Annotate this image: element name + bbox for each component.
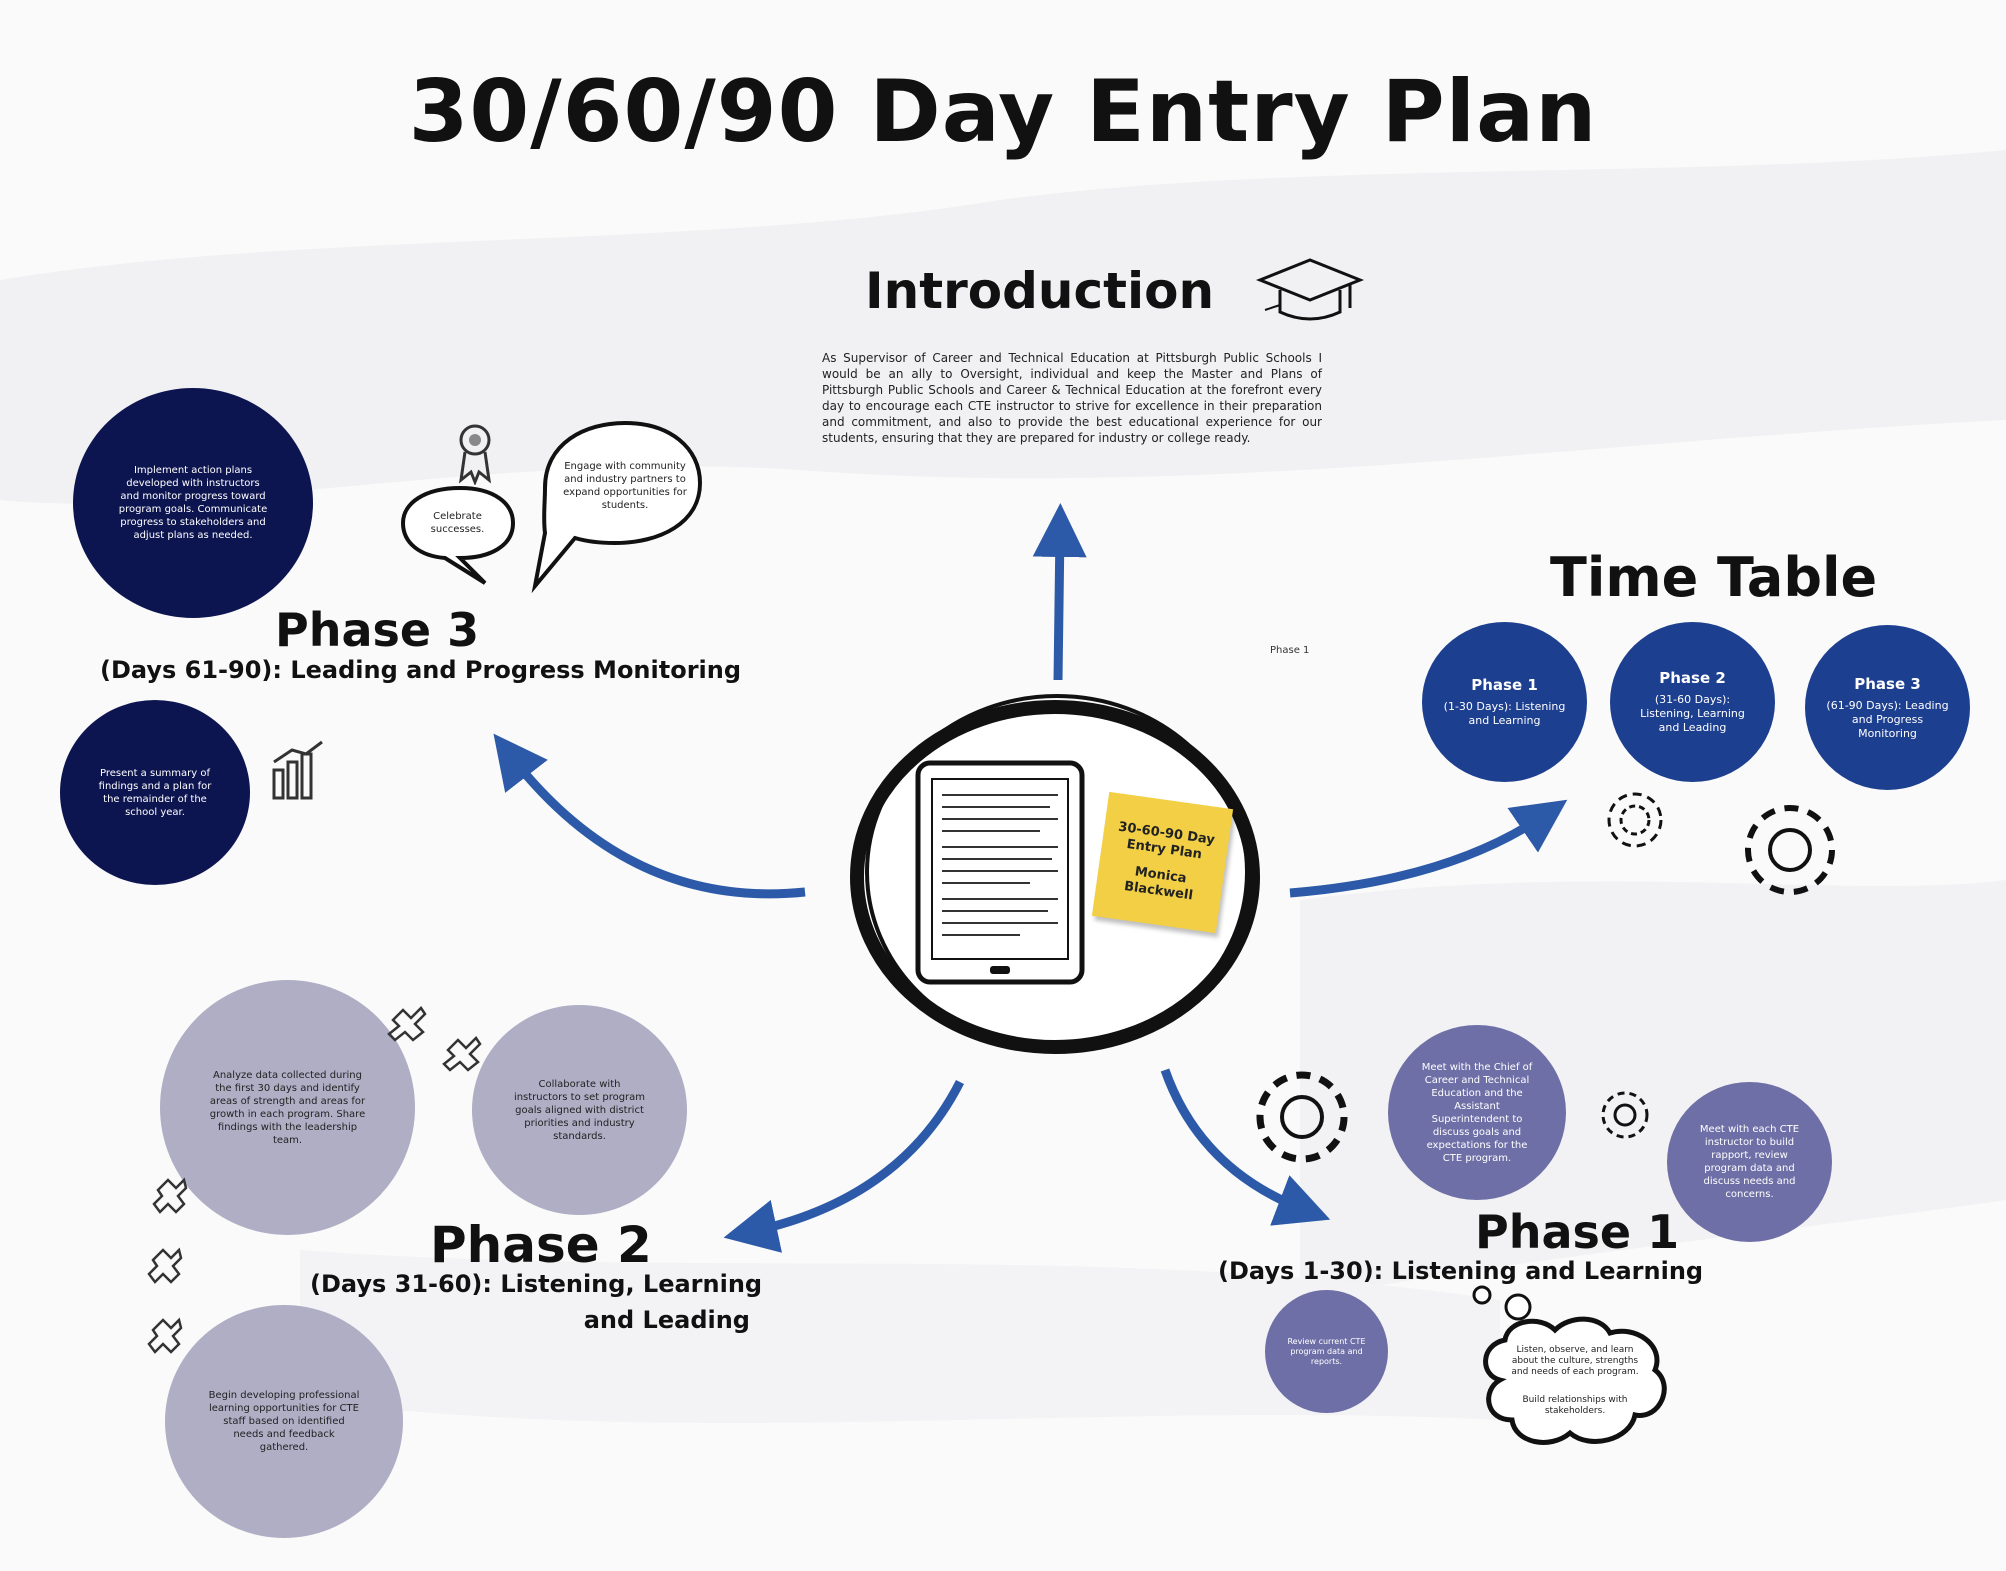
puzzle-piece-icon [147, 1317, 183, 1354]
phase1-circle-3: Review current CTE program data and repo… [1265, 1290, 1388, 1413]
timetable-phase-1-text: (1-30 Days): Listening and Learning [1443, 700, 1566, 727]
bar-chart-icon [272, 740, 323, 800]
introduction-body: As Supervisor of Career and Technical Ed… [822, 351, 1322, 445]
introduction-heading: Introduction [865, 262, 1215, 320]
phase1-circle-1-text: Meet with the Chief of Career and Techni… [1421, 1061, 1533, 1164]
timetable-phase-2-text: (31-60 Days): Listening, Learning and Le… [1640, 693, 1745, 734]
timetable-phase-3-circle: Phase 3 (61-90 Days): Leading and Progre… [1805, 625, 1970, 790]
timetable-heading: Time Table [1550, 546, 1878, 609]
phase3-heading: Phase 3 [275, 603, 480, 657]
timetable-phase-3-title: Phase 3 [1854, 674, 1921, 693]
sticky-note-title: 30-60-90 Day Entry Plan [1117, 819, 1216, 862]
phase3-circle-2-text: Present a summary of findings and a plan… [98, 767, 212, 818]
thought-cloud-icon [1472, 1285, 1667, 1445]
phase1-heading: Phase 1 [1475, 1205, 1680, 1259]
page-title: 30/60/90 Day Entry Plan [408, 62, 1598, 162]
speech-bubbles-icon [400, 420, 703, 593]
phase3-speech-bubble-large-text: Engage with community and industry partn… [563, 461, 687, 511]
phase2-circle-1: Analyze data collected during the first … [160, 980, 415, 1235]
gear-icon [1607, 792, 1663, 848]
phase3-subtitle: (Days 61-90): Leading and Progress Monit… [100, 656, 742, 684]
timetable-small-label: Phase 1 [1270, 645, 1310, 656]
phase3-speech-bubble-small-text: Celebrate successes. [430, 511, 485, 535]
phase1-subtitle: (Days 1-30): Listening and Learning [1218, 1257, 1704, 1285]
phase1-thought-cloud-text: Listen, observe, and learn about the cul… [1511, 1345, 1639, 1377]
arrow-to-phase3 [493, 733, 806, 899]
phase2-circle-2: Collaborate with instructors to set prog… [472, 1005, 687, 1215]
entry-plan-sticky-note: 30-60-90 Day Entry Plan Monica Blackwell [1091, 791, 1234, 934]
phase1-circle-1: Meet with the Chief of Career and Techni… [1388, 1025, 1566, 1200]
phase2-circle-3: Begin developing professional learning o… [165, 1305, 403, 1538]
phase3-circle-1-text: Implement action plans developed with in… [118, 465, 268, 541]
arrow-to-phase2 [723, 1079, 965, 1253]
phase2-subtitle-line1: (Days 31-60): Listening, Learning [310, 1270, 763, 1298]
arrow-to-introduction [1032, 503, 1087, 681]
arrow-to-timetable [1289, 799, 1568, 898]
puzzle-piece-icon [442, 1036, 482, 1072]
gear-icon [1256, 1071, 1348, 1163]
tablet-document-icon [915, 760, 1085, 985]
timetable-phase-2-circle: Phase 2 (31-60 Days): Listening, Learnin… [1610, 622, 1775, 782]
phase2-heading: Phase 2 [430, 1216, 652, 1274]
phase3-circle-1: Implement action plans developed with in… [73, 388, 313, 618]
timetable-phase-1-title: Phase 1 [1471, 676, 1538, 694]
gear-icon [1601, 1091, 1649, 1139]
phase2-subtitle-line2: and Leading [583, 1306, 750, 1334]
timetable-phase-1-circle: Phase 1 (1-30 Days): Listening and Learn… [1422, 622, 1587, 782]
award-ribbon-icon [458, 424, 492, 485]
arrow-to-phase1 [1160, 1068, 1331, 1226]
phase2-circle-3-text: Begin developing professional learning o… [208, 1390, 360, 1453]
phase1-circle-2-text: Meet with each CTE instructor to build r… [1699, 1124, 1800, 1200]
sticky-note-author: Monica Blackwell [1123, 863, 1194, 903]
phase2-circle-2-text: Collaborate with instructors to set prog… [513, 1078, 646, 1142]
puzzle-piece-icon [152, 1177, 188, 1214]
phase1-circle-3-text: Review current CTE program data and repo… [1287, 1336, 1366, 1366]
phase1-circle-2: Meet with each CTE instructor to build r… [1667, 1082, 1832, 1242]
timetable-phase-2-title: Phase 2 [1659, 669, 1726, 687]
phase3-circle-2: Present a summary of findings and a plan… [60, 700, 250, 885]
phase1-thought-cloud-text-2: Build relationships with stakeholders. [1522, 1395, 1628, 1416]
puzzle-piece-icon [147, 1247, 183, 1284]
puzzle-piece-icon [387, 1006, 427, 1042]
phase2-circle-1-text: Analyze data collected during the first … [209, 1069, 366, 1146]
gear-icon [1745, 805, 1835, 895]
graduation-cap-icon [1255, 258, 1365, 321]
timetable-phase-3-text: (61-90 Days): Leading and Progress Monit… [1826, 698, 1949, 740]
